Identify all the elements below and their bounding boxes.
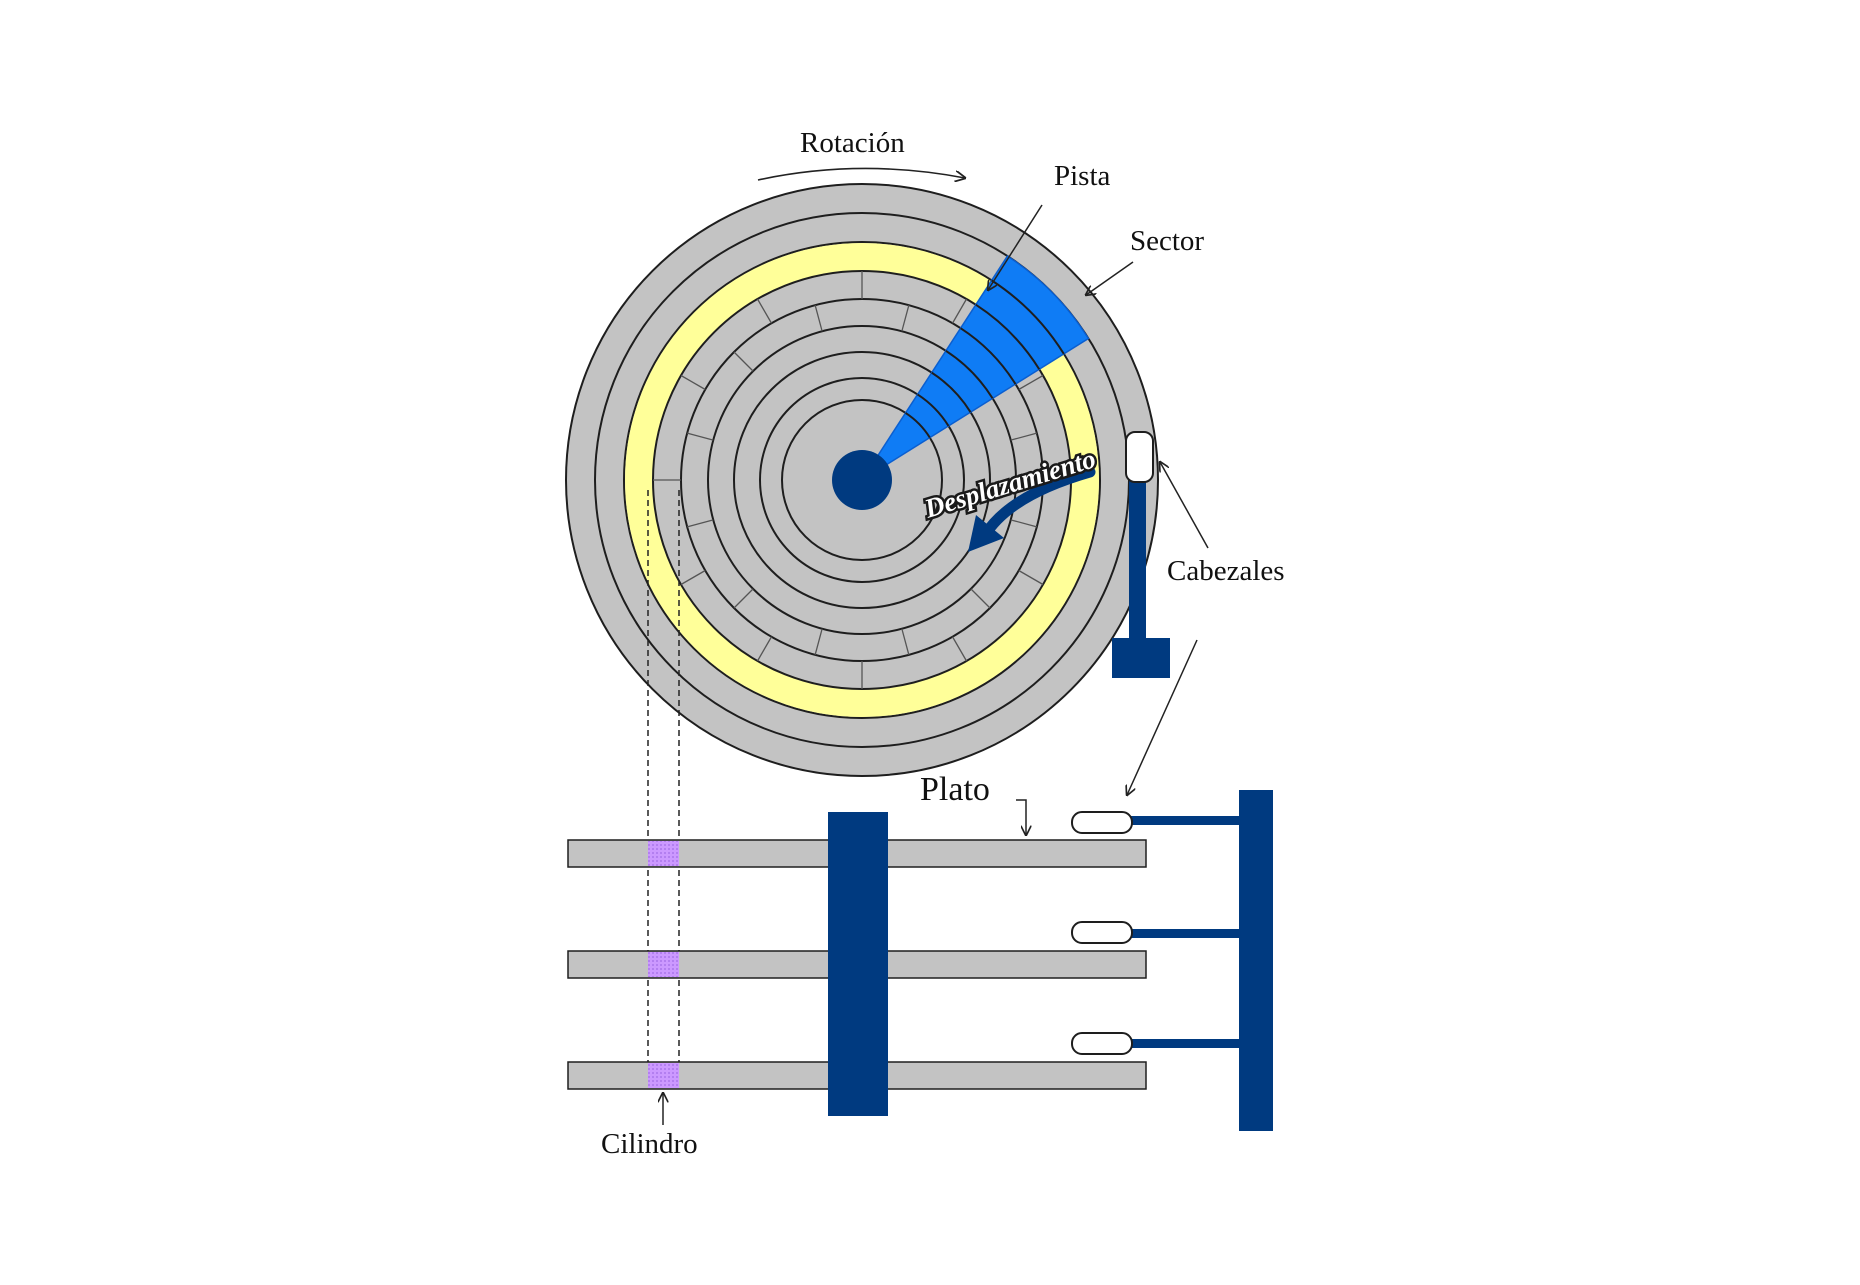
pointer-arrow-icon [1127,639,1198,795]
head-arm-3 [1128,1039,1240,1048]
sector-divider [733,588,754,609]
sector-divider [1010,432,1038,441]
spindle-shaft [828,812,888,1116]
head-arm-top [1112,431,1170,678]
sector-divider [814,304,823,332]
head-arm-1 [1128,816,1240,825]
sector-track-arcs [905,279,1065,439]
platter-label: Plato [920,771,990,808]
sector-divider [733,351,754,372]
displacement-arrowhead [968,515,1004,552]
disk-ring-6 [707,325,1017,635]
sector-divider [1018,569,1044,586]
side-view [567,790,1273,1131]
sector-track-arc [975,303,1041,370]
sector-track-arc [905,412,931,439]
sector-divider [901,304,910,332]
read-write-head [1125,431,1154,483]
sector-divider [901,628,910,656]
sector-track-arc [917,393,950,427]
sector-divider [756,636,773,662]
sector-divider [1010,519,1038,528]
cylinder-mark-1 [648,841,679,866]
highlighted-track [625,243,1099,717]
sector-track-arc [991,279,1065,355]
sector-divider [686,519,714,528]
cylinder-label: Cilindro [601,1128,698,1160]
head-arm-2 [1128,929,1240,938]
sector-divider [970,588,991,609]
head-slider-2 [1071,921,1133,944]
track-label: Pista [1054,160,1111,192]
disk-ring-8 [759,377,965,583]
head-slider-3 [1071,1032,1133,1055]
sector-dividers [653,271,1071,689]
disk-ring-9 [781,399,943,561]
sector-divider [814,628,823,656]
rotation-arrow-icon [757,167,965,180]
arm-base [1112,638,1170,678]
sector-divider [680,569,706,586]
heads-label: Cabezales [1167,555,1285,587]
pointer-arrow-icon [1160,462,1209,549]
sector-divider [756,298,773,324]
sector-divider [951,298,968,324]
rotation-label: Rotación [800,127,905,159]
disk-top-view [565,183,1159,777]
pointer-arrow-icon [988,204,1043,290]
sector-divider [680,374,706,391]
sector-track-arc [931,371,972,413]
pointer-arrow-icon [1086,261,1134,295]
head-slider-1 [1071,811,1133,834]
displacement-arrow-icon [979,466,1096,541]
spindle [832,450,892,510]
sector-track-arc [945,350,994,399]
sector-track-arc [960,327,1017,385]
sector-label: Sector [1130,225,1204,257]
actuator-post [1239,790,1273,1131]
sector-wedge [874,255,1090,469]
sector-divider [1018,374,1044,391]
disk-ring-7 [733,351,991,609]
cylinder-mark-3 [648,1063,679,1088]
sector-divider [686,432,714,441]
pointer-arrow-icon [1016,799,1026,835]
cylinder-mark-2 [648,952,679,977]
arm-column [1129,480,1146,643]
sector-divider [951,636,968,662]
